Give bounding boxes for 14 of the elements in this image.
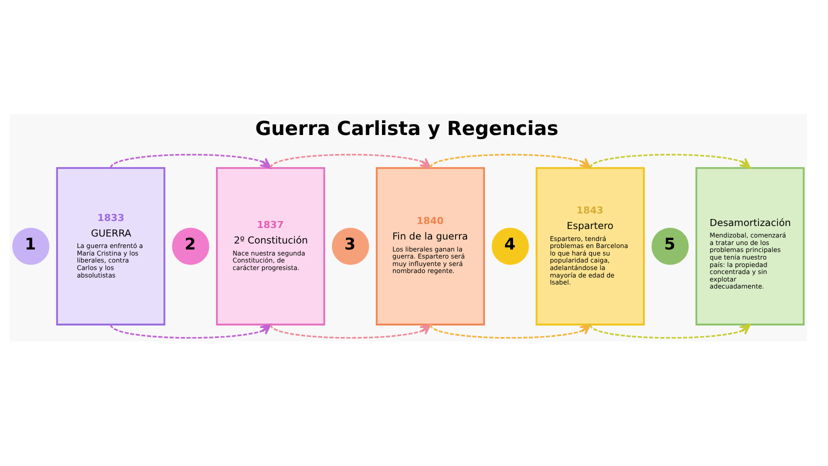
arrow [430,153,592,168]
node-circle: 3 [332,227,370,264]
diagram-title: Guerra Carlista y Regencias [255,116,558,140]
arrow [430,323,592,338]
arrow [590,323,751,338]
node-circle: 4 [492,227,529,264]
arrow [110,153,272,168]
arrow [110,323,272,338]
node-circle: 1 [12,227,50,264]
arrow [270,323,432,338]
node-circle: 2 [172,227,210,264]
arrow [270,153,432,168]
node-circle: 5 [652,227,689,264]
arrow [590,153,751,168]
